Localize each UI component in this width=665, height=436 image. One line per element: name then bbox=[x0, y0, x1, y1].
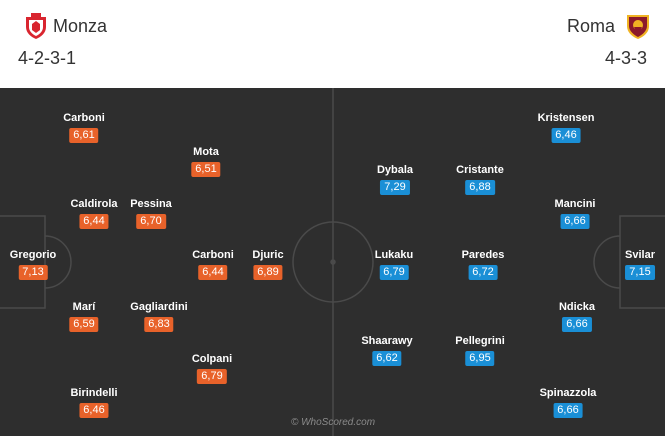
away-player-card[interactable]: Mancini 6,66 bbox=[554, 197, 596, 229]
watermark: © WhoScored.com bbox=[290, 417, 376, 428]
home-player-card[interactable]: Colpani 6,79 bbox=[192, 352, 232, 384]
player-name: Gagliardini bbox=[130, 301, 188, 313]
away-player-card[interactable]: Pellegrini 6,95 bbox=[455, 334, 505, 366]
player-name: Lukaku bbox=[374, 249, 414, 261]
player-name: Carboni bbox=[192, 249, 234, 261]
home-player-card[interactable]: Birindelli 6,46 bbox=[70, 386, 118, 418]
player-name: Caldirola bbox=[70, 198, 118, 210]
pitch-markings bbox=[0, 88, 665, 436]
away-player-card[interactable]: Svilar 7,15 bbox=[625, 248, 655, 280]
home-player-card[interactable]: Caldirola 6,44 bbox=[70, 197, 118, 229]
home-player-card[interactable]: Carboni 6,44 bbox=[192, 248, 234, 280]
home-team-name: Monza bbox=[53, 16, 108, 36]
player-name: Cristante bbox=[456, 164, 504, 176]
player-rating-badge: 6,79 bbox=[379, 265, 409, 280]
away-team-name: Roma bbox=[566, 16, 615, 36]
player-rating-badge: 7,13 bbox=[18, 265, 48, 280]
home-player-card[interactable]: Gagliardini 6,83 bbox=[130, 300, 188, 332]
away-player-card[interactable]: Kristensen 6,46 bbox=[537, 111, 595, 143]
player-rating-badge: 6,95 bbox=[465, 351, 495, 366]
player-name: Carboni bbox=[63, 112, 105, 124]
player-rating-badge: 6,46 bbox=[551, 128, 581, 143]
home-formation: 4-2-3-1 bbox=[18, 48, 77, 68]
player-rating-badge: 6,51 bbox=[191, 162, 221, 177]
player-rating-badge: 6,66 bbox=[560, 214, 590, 229]
away-player-card[interactable]: Cristante 6,88 bbox=[456, 163, 504, 195]
home-player-card[interactable]: Mota 6,51 bbox=[191, 145, 221, 177]
player-rating-badge: 6,61 bbox=[69, 128, 99, 143]
player-rating-badge: 6,44 bbox=[79, 214, 109, 229]
player-name: Dybala bbox=[376, 164, 414, 176]
player-name: Marí bbox=[72, 301, 96, 313]
player-name: Ndicka bbox=[558, 301, 596, 313]
home-player-card[interactable]: Marí 6,59 bbox=[69, 300, 99, 332]
player-name: Djuric bbox=[252, 249, 284, 261]
player-rating-badge: 6,72 bbox=[468, 265, 498, 280]
home-player-card[interactable]: Djuric 6,89 bbox=[252, 248, 284, 280]
away-player-card[interactable]: Spinazzola 6,66 bbox=[539, 386, 597, 418]
player-name: Birindelli bbox=[70, 387, 118, 399]
player-rating-badge: 6,79 bbox=[197, 369, 227, 384]
player-rating-badge: 6,88 bbox=[465, 180, 495, 195]
home-player-card[interactable]: Carboni 6,61 bbox=[63, 111, 105, 143]
player-rating-badge: 6,83 bbox=[144, 317, 174, 332]
player-name: Gregorio bbox=[9, 249, 57, 261]
away-player-card[interactable]: Paredes 6,72 bbox=[461, 248, 505, 280]
player-rating-badge: 6,46 bbox=[79, 403, 109, 418]
match-header: Monza 4-2-3-1 Roma 4-3-3 bbox=[0, 0, 665, 88]
player-name: Shaarawy bbox=[361, 335, 413, 347]
home-player-card[interactable]: Pessina 6,70 bbox=[130, 197, 172, 229]
player-name: Mota bbox=[193, 146, 219, 158]
monza-crest-icon bbox=[26, 13, 46, 39]
player-name: Spinazzola bbox=[539, 387, 597, 399]
home-player-card[interactable]: Gregorio 7,13 bbox=[10, 248, 56, 280]
away-player-card[interactable]: Dybala 7,29 bbox=[377, 163, 413, 195]
player-name: Pessina bbox=[130, 198, 172, 210]
player-name: Pellegrini bbox=[455, 335, 505, 347]
player-rating-badge: 6,62 bbox=[372, 351, 402, 366]
away-player-card[interactable]: Lukaku 6,79 bbox=[374, 248, 414, 280]
player-name: Svilar bbox=[625, 249, 655, 261]
player-rating-badge: 6,66 bbox=[553, 403, 583, 418]
pitch: Carboni 6,61 Mota 6,51 Caldirola 6,44 Pe… bbox=[0, 88, 665, 436]
away-player-card[interactable]: Ndicka 6,66 bbox=[559, 300, 595, 332]
player-name: Paredes bbox=[461, 249, 505, 261]
player-rating-badge: 6,89 bbox=[253, 265, 283, 280]
roma-crest-icon bbox=[627, 15, 649, 39]
player-rating-badge: 6,70 bbox=[136, 214, 166, 229]
player-name: Colpani bbox=[191, 353, 233, 365]
away-formation: 4-3-3 bbox=[604, 48, 647, 68]
player-name: Kristensen bbox=[537, 112, 595, 124]
player-rating-badge: 6,44 bbox=[198, 265, 228, 280]
player-rating-badge: 6,59 bbox=[69, 317, 99, 332]
player-name: Mancini bbox=[554, 198, 596, 210]
player-rating-badge: 7,15 bbox=[625, 265, 655, 280]
player-rating-badge: 7,29 bbox=[380, 180, 410, 195]
away-player-card[interactable]: Shaarawy 6,62 bbox=[361, 334, 413, 366]
player-rating-badge: 6,66 bbox=[562, 317, 592, 332]
